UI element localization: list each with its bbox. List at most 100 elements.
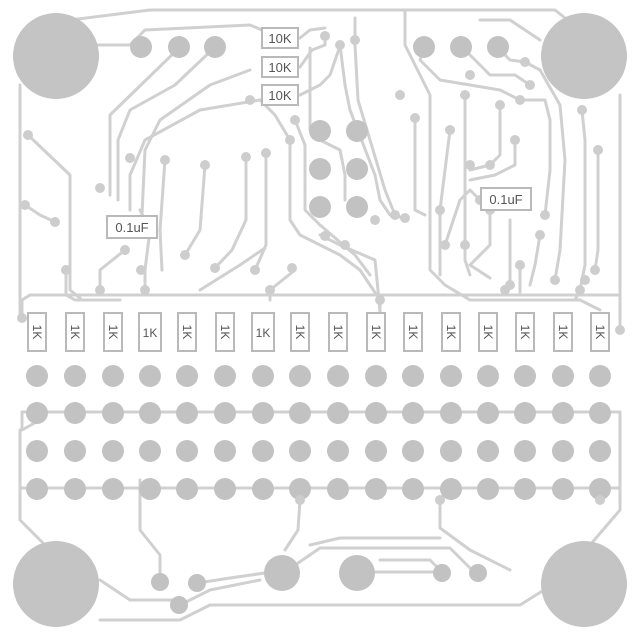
resistor-10k-2: 10K	[261, 56, 299, 78]
trace	[20, 293, 622, 320]
resistor-body	[366, 312, 386, 352]
header-pad	[327, 365, 349, 387]
trace	[93, 23, 264, 47]
resistor-1k-3: 1K	[103, 312, 123, 352]
trace	[213, 155, 248, 270]
trace	[283, 498, 302, 552]
pad	[151, 573, 169, 591]
header-pad	[139, 402, 161, 424]
pad	[168, 36, 190, 58]
pad	[339, 555, 375, 591]
trace	[443, 188, 482, 247]
header-pad	[176, 478, 198, 500]
via	[50, 217, 60, 227]
header-pad	[477, 440, 499, 462]
header-pad	[327, 478, 349, 500]
via	[61, 265, 71, 275]
via	[375, 295, 385, 305]
pad	[413, 36, 435, 58]
resistor-1k-4: 1K	[138, 312, 162, 352]
resistor-label: 10K	[268, 60, 291, 75]
resistor-body	[290, 312, 310, 352]
resistor-body	[328, 312, 348, 352]
resistor-body	[103, 312, 123, 352]
header-pad	[102, 478, 124, 500]
resistor-1k-6: 1K	[215, 312, 235, 352]
via	[160, 155, 170, 165]
header-pad	[440, 365, 462, 387]
via	[295, 495, 305, 505]
pad	[487, 36, 509, 58]
trace	[438, 498, 512, 572]
resistor-1k-10: 1K	[366, 312, 386, 352]
header-pad	[365, 365, 387, 387]
header-pad	[552, 478, 574, 500]
via	[320, 231, 330, 241]
header-pad	[64, 440, 86, 462]
trace	[308, 46, 347, 202]
via	[495, 100, 505, 110]
resistor-label: 1K	[369, 325, 383, 340]
header-pad	[64, 478, 86, 500]
resistor-1k-11: 1K	[403, 312, 423, 352]
trace	[258, 98, 382, 327]
via	[250, 265, 260, 275]
resistor-body	[441, 312, 461, 352]
via	[120, 245, 130, 255]
via	[540, 210, 550, 220]
via	[95, 183, 105, 193]
mounting-hole-top-right	[541, 13, 627, 99]
header-pad	[552, 440, 574, 462]
resistor-body	[261, 56, 299, 78]
resistor-1k-7: 1K	[251, 312, 275, 352]
resistor-label: 10K	[268, 31, 291, 46]
trace	[253, 151, 268, 272]
resistor-1k-15: 1K	[553, 312, 573, 352]
header-pad	[214, 365, 236, 387]
resistor-label: 1K	[593, 325, 607, 340]
pad	[450, 36, 472, 58]
via	[465, 160, 475, 170]
header-pad	[514, 402, 536, 424]
pad-layer	[130, 36, 509, 614]
header-pad	[64, 402, 86, 424]
header-pad	[252, 478, 274, 500]
capacitor-label: 0.1uF	[115, 220, 148, 235]
via	[440, 240, 450, 250]
header-pad	[552, 365, 574, 387]
trace	[98, 578, 177, 602]
via	[580, 275, 590, 285]
header-pad	[402, 478, 424, 500]
trace	[64, 268, 122, 302]
resistor-1k-13: 1K	[478, 312, 498, 352]
via	[290, 115, 300, 125]
resistor-label: 1K	[331, 325, 345, 340]
via	[320, 31, 330, 41]
resistor-label: 1K	[293, 325, 307, 340]
via	[395, 90, 405, 100]
via	[445, 125, 455, 135]
header-pad	[176, 440, 198, 462]
via	[520, 57, 530, 67]
mounting-hole-top-left	[13, 13, 99, 99]
header-pad	[514, 365, 536, 387]
trace	[140, 68, 252, 217]
header-pad	[102, 365, 124, 387]
via	[615, 325, 625, 335]
trace	[438, 128, 452, 212]
header-pad	[64, 365, 86, 387]
capacitor-body	[480, 187, 532, 211]
via	[460, 240, 470, 250]
trace	[293, 118, 372, 277]
via	[23, 130, 33, 140]
via	[20, 200, 30, 210]
via	[136, 265, 146, 275]
header-pad	[589, 478, 611, 500]
resistor-body	[65, 312, 85, 352]
header-pad	[402, 365, 424, 387]
resistor-1k-12: 1K	[441, 312, 461, 352]
header-pad	[289, 365, 311, 387]
header-pad-grid	[26, 365, 611, 500]
